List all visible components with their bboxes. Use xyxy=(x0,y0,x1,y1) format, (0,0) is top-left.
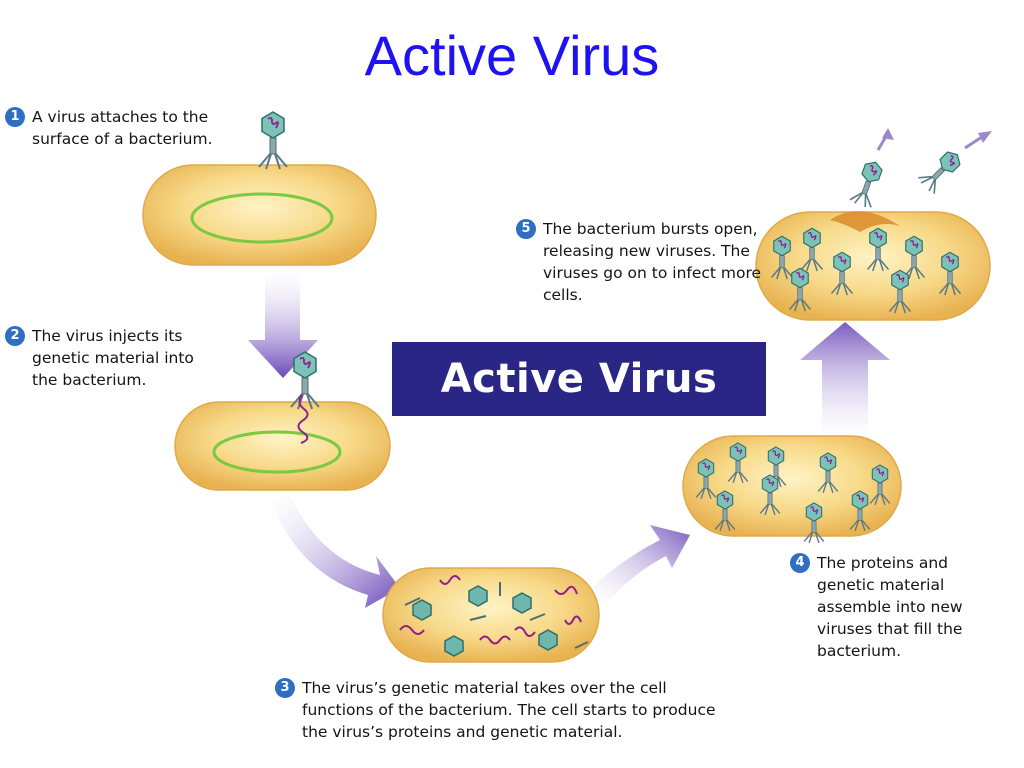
virus-injecting xyxy=(290,351,320,410)
step-1-caption: 1 A virus attaches to the surface of a b… xyxy=(5,106,225,150)
step-5-badge: 5 xyxy=(516,219,536,239)
released-virus-1 xyxy=(848,157,887,210)
released-virus-2 xyxy=(916,145,967,196)
step-5-caption: 5 The bacterium bursts open, releasing n… xyxy=(516,218,778,306)
arrow-step2-to-step3 xyxy=(270,495,400,608)
step-3-caption: 3 The virus’s genetic material takes ove… xyxy=(275,677,735,743)
step-3-badge: 3 xyxy=(275,678,295,698)
slide-title: Active Virus xyxy=(364,24,660,87)
arrow-step3-to-step4 xyxy=(590,525,690,605)
step-4-caption: 4 The proteins and genetic material asse… xyxy=(790,552,990,662)
step-2-caption: 2 The virus injects its genetic material… xyxy=(5,325,215,391)
injected-dna xyxy=(297,394,309,444)
step-3-text: The virus’s genetic material takes over … xyxy=(302,679,716,741)
step-1-badge: 1 xyxy=(5,107,25,127)
bacterium-cell-5-bursting xyxy=(755,211,991,321)
arrow-step1-to-step2 xyxy=(248,270,318,378)
arrow-step4-to-step5 xyxy=(800,322,890,440)
bacterium-cell-4 xyxy=(682,435,902,544)
bacterium-cell-3 xyxy=(382,567,600,663)
step-4-badge: 4 xyxy=(790,553,810,573)
bacterium-cell-1 xyxy=(142,164,377,266)
step-2-badge: 2 xyxy=(5,326,25,346)
virus-attaching xyxy=(258,111,288,170)
active-virus-banner: Active Virus xyxy=(392,342,766,416)
step-1-text: A virus attaches to the surface of a bac… xyxy=(32,108,213,148)
step-2-text: The virus injects its genetic material i… xyxy=(32,327,194,389)
bacterium-cell-2 xyxy=(174,401,391,491)
step-4-text: The proteins and genetic material assemb… xyxy=(817,554,963,660)
step-5-text: The bacterium bursts open, releasing new… xyxy=(543,220,762,304)
